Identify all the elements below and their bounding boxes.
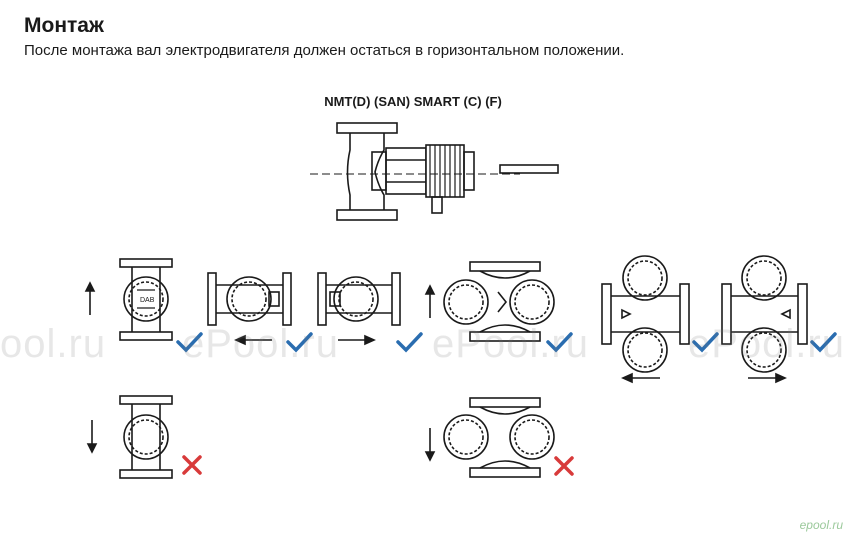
twin-pump-vertical-down [424,397,555,478]
twin-pump-vertical-up [424,261,555,342]
twin-pump-horizontal-left [601,255,690,384]
watermark: ePool.ru [182,322,339,366]
page-title: Монтаж [24,14,104,37]
cross-mark-icon [554,456,574,476]
check-mark-icon [692,332,719,353]
pump-vertical-down [86,395,173,479]
pump-side-view [310,122,559,221]
check-mark-icon [176,332,203,353]
check-mark-icon [546,332,573,353]
watermark: ePool.ru [688,322,845,366]
page-description: После монтажа вал электродвигателя долже… [24,42,625,59]
watermark: ool.ru [0,322,107,366]
check-mark-icon [396,332,423,353]
model-label: NMT(D) (SAN) SMART (C) (F) [324,94,502,109]
pump-horizontal-left [207,272,292,346]
svg-text:DAB: DAB [140,297,155,304]
corner-watermark: epool.ru [799,518,843,532]
pump-horizontal-right [317,272,401,346]
cross-mark-icon [182,455,202,475]
pump-vertical-up: DAB [84,258,173,341]
twin-pump-horizontal-right [721,255,808,384]
check-mark-icon [810,332,837,353]
check-mark-icon [286,332,313,353]
watermark: ePool.ru [432,322,589,366]
